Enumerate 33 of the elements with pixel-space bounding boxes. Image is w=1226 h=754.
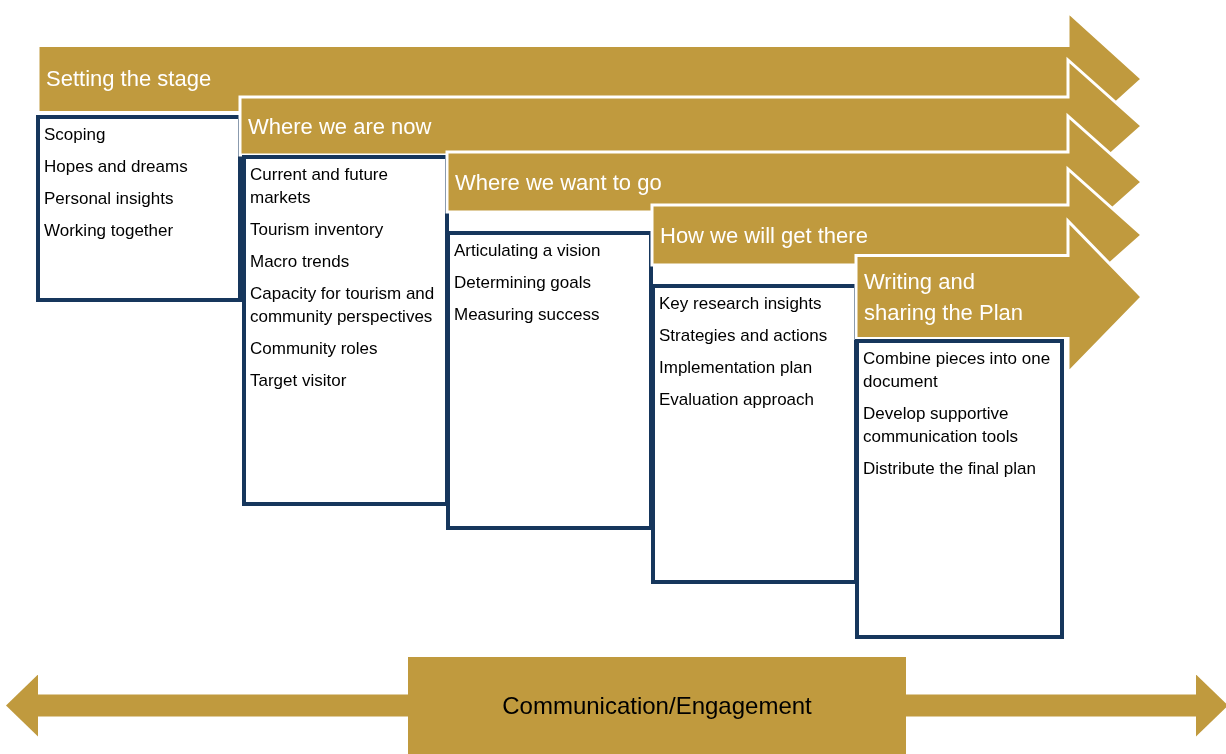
task-item: Strategies and actions (659, 325, 829, 347)
stage-title: Writing and sharing the Plan (864, 267, 1024, 327)
task-item: Evaluation approach (659, 389, 815, 411)
task-item: Current and future markets (250, 164, 389, 209)
task-item: Develop supportive communication tools (863, 403, 1019, 448)
task-list-box (855, 339, 1064, 639)
task-item: Key research insights (659, 293, 823, 315)
stage-title: Where we want to go (455, 168, 662, 197)
task-item: Scoping (44, 124, 107, 146)
task-item: Personal insights (44, 188, 175, 210)
task-item: Tourism inventory (250, 219, 385, 241)
task-item: Macro trends (250, 251, 351, 273)
stage-title: Setting the stage (46, 65, 212, 93)
task-list-box (242, 155, 449, 506)
task-item: Hopes and dreams (44, 156, 189, 178)
task-list-box (446, 231, 653, 530)
task-item: Target visitor (250, 370, 348, 392)
stage-title: How we will get there (660, 221, 868, 250)
task-item: Distribute the final plan (863, 458, 1037, 480)
task-item: Determining goals (454, 272, 592, 294)
task-item: Measuring success (454, 304, 601, 326)
task-item: Capacity for tourism and community perspectives (250, 283, 436, 328)
task-item: Articulating a vision (454, 240, 602, 262)
task-item: Implementation plan (659, 357, 814, 379)
banner-box: Communication/Engagement (408, 657, 906, 754)
task-item: Combine pieces into one document (863, 348, 1052, 393)
task-list-box (651, 284, 858, 584)
task-item: Community roles (250, 338, 379, 360)
double-arrow (6, 674, 408, 737)
double-arrow (906, 674, 1226, 737)
stage-title: Where we are now (248, 112, 432, 141)
task-list-box (36, 115, 242, 302)
task-item: Working together (44, 220, 175, 242)
